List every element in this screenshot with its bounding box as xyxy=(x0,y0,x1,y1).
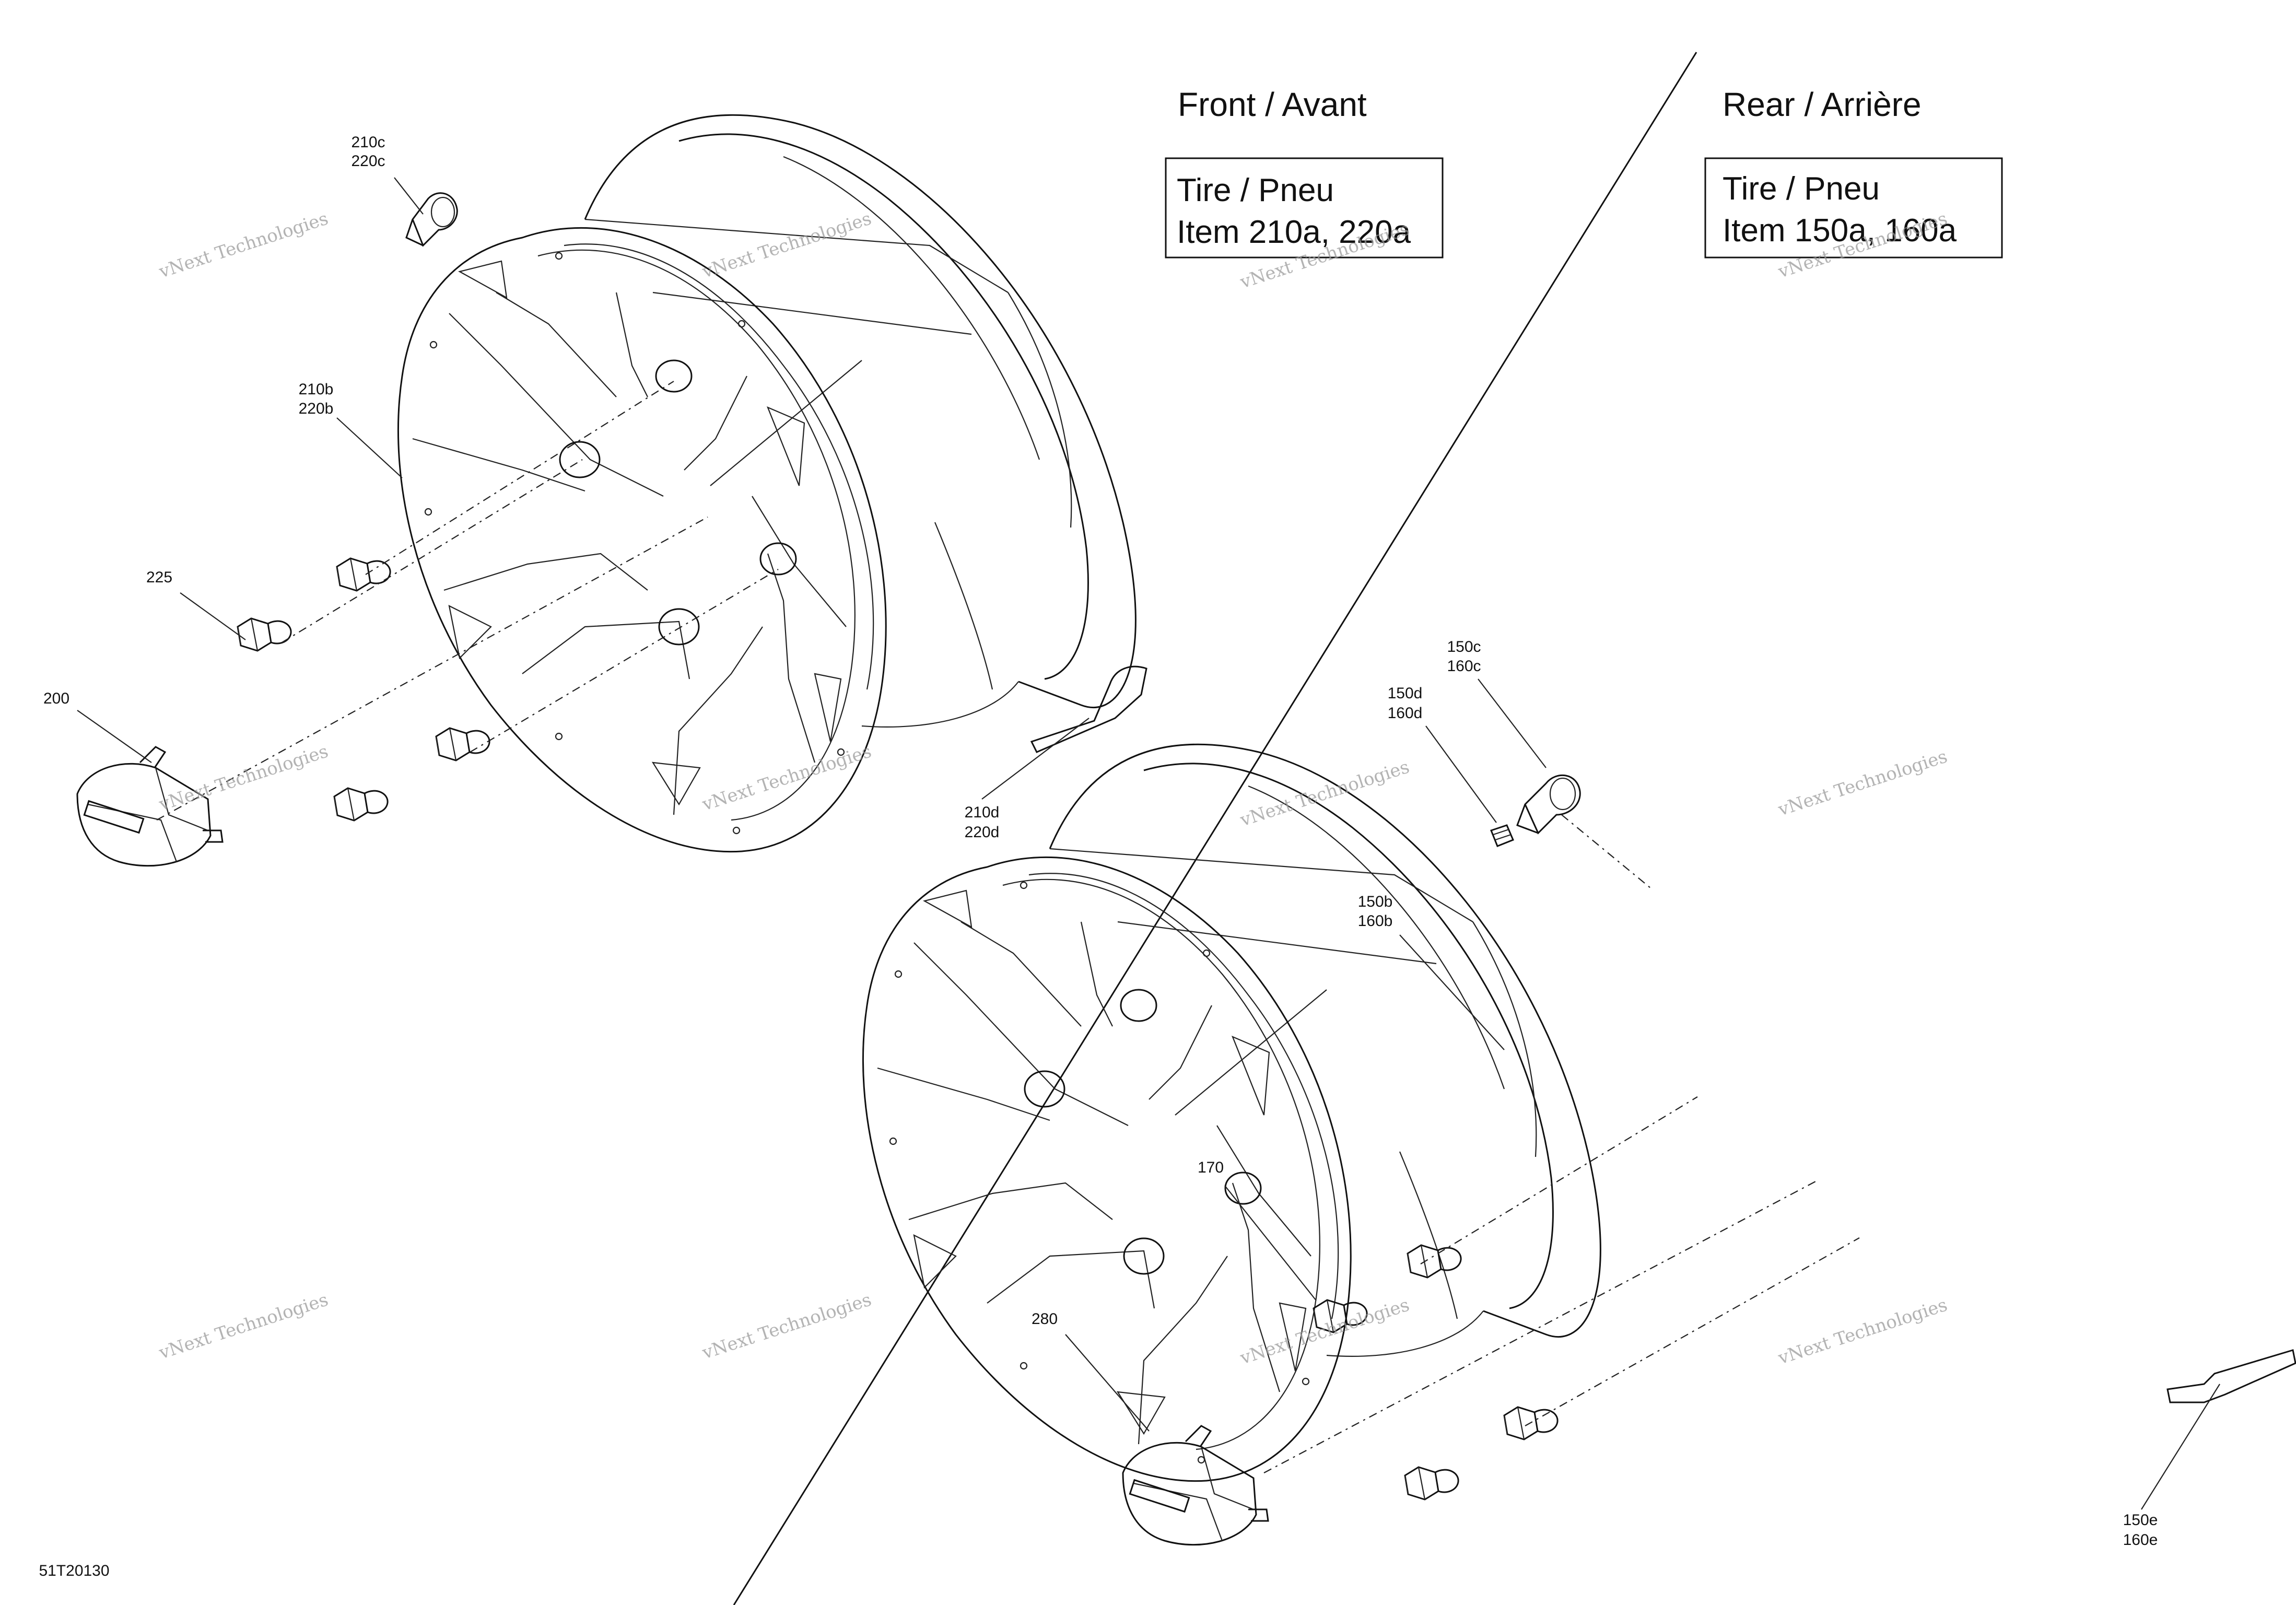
front-wheel xyxy=(397,114,1137,853)
hub-cap-front xyxy=(76,746,224,867)
valve-cap-rear xyxy=(1490,824,1514,847)
watermark: vNext Technologies xyxy=(1775,1294,1950,1369)
front-axis-line-4 xyxy=(365,381,674,575)
callout-150d-b: 160d xyxy=(1388,705,1423,722)
valve-stem-rear xyxy=(1516,775,1581,835)
callout-210b-a: 210b xyxy=(299,381,334,398)
callout-210c-a: 210c xyxy=(351,134,385,151)
watermark: vNext Technologies xyxy=(699,1289,874,1364)
front-axis-line-1 xyxy=(156,517,708,821)
callout-150d-a: 150d xyxy=(1388,685,1423,702)
front-tire-box xyxy=(1165,157,1444,259)
leader-200 xyxy=(77,710,152,763)
callout-200: 200 xyxy=(43,690,69,707)
callout-150b-a: 150b xyxy=(1358,893,1393,910)
section-divider xyxy=(733,52,1697,1605)
callout-150b-b: 160b xyxy=(1358,912,1393,930)
leader-150b xyxy=(1399,934,1505,1050)
watermark: vNext Technologies xyxy=(156,208,331,283)
callout-170: 170 xyxy=(1198,1159,1224,1176)
callout-225: 225 xyxy=(146,569,172,586)
rear-tire-label: Tire / Pneu xyxy=(1723,171,1880,207)
rear-wheel xyxy=(862,743,1601,1482)
front-axis-line-3 xyxy=(470,569,779,753)
diagram-id: 51T20130 xyxy=(39,1562,109,1579)
callout-210d-b: 220d xyxy=(965,824,1000,841)
watermark: vNext Technologies xyxy=(1237,1294,1412,1369)
callout-210c-b: 220c xyxy=(351,153,385,170)
callout-210d-a: 210d xyxy=(965,804,1000,821)
rear-axis-line-1 xyxy=(1263,1180,1818,1473)
rear-tire-box xyxy=(1704,157,2003,259)
leader-150c xyxy=(1478,678,1547,768)
rear-axis-line-2 xyxy=(1420,1096,1698,1264)
watermark: vNext Technologies xyxy=(156,741,331,815)
lug-nuts-front xyxy=(237,557,490,822)
rear-axis-line-4 xyxy=(1561,814,1651,888)
watermark: vNext Technologies xyxy=(699,741,874,815)
callout-150c-a: 150c xyxy=(1447,638,1481,655)
watermark: vNext Technologies xyxy=(699,208,874,283)
leader-170 xyxy=(1224,1185,1317,1301)
hub-cap-rear xyxy=(1122,1425,1269,1546)
leader-150d xyxy=(1425,725,1497,823)
leader-280 xyxy=(1065,1334,1150,1432)
leader-225 xyxy=(180,592,246,640)
valve-stem-front xyxy=(405,192,458,247)
leader-210d xyxy=(981,718,1090,800)
rear-axis-line-3 xyxy=(1525,1237,1860,1426)
front-title: Front / Avant xyxy=(1178,86,1367,123)
watermarks: vNext Technologies vNext Technologies vN… xyxy=(156,208,1950,1369)
front-tire-label: Tire / Pneu xyxy=(1177,172,1334,208)
rear-tire-items: Item 150a, 160a xyxy=(1723,213,1957,249)
watermark: vNext Technologies xyxy=(156,1289,331,1364)
valve-core-rear xyxy=(2166,1349,2296,1403)
callout-150c-b: 160c xyxy=(1447,658,1481,675)
callout-210b-b: 220b xyxy=(299,400,334,417)
callout-150e-a: 150e xyxy=(2123,1512,2158,1529)
watermark: vNext Technologies xyxy=(1775,746,1950,821)
front-tire-items: Item 210a, 220a xyxy=(1177,214,1411,250)
leader-210b xyxy=(336,417,403,478)
callout-280: 280 xyxy=(1032,1310,1058,1328)
callout-150e-b: 160e xyxy=(2123,1531,2158,1549)
leader-150e xyxy=(2141,1384,2220,1510)
leader-210c xyxy=(394,177,424,215)
rear-title: Rear / Arrière xyxy=(1723,86,1922,123)
front-axis-line-2 xyxy=(282,459,583,643)
valve-core-front xyxy=(1030,665,1147,753)
